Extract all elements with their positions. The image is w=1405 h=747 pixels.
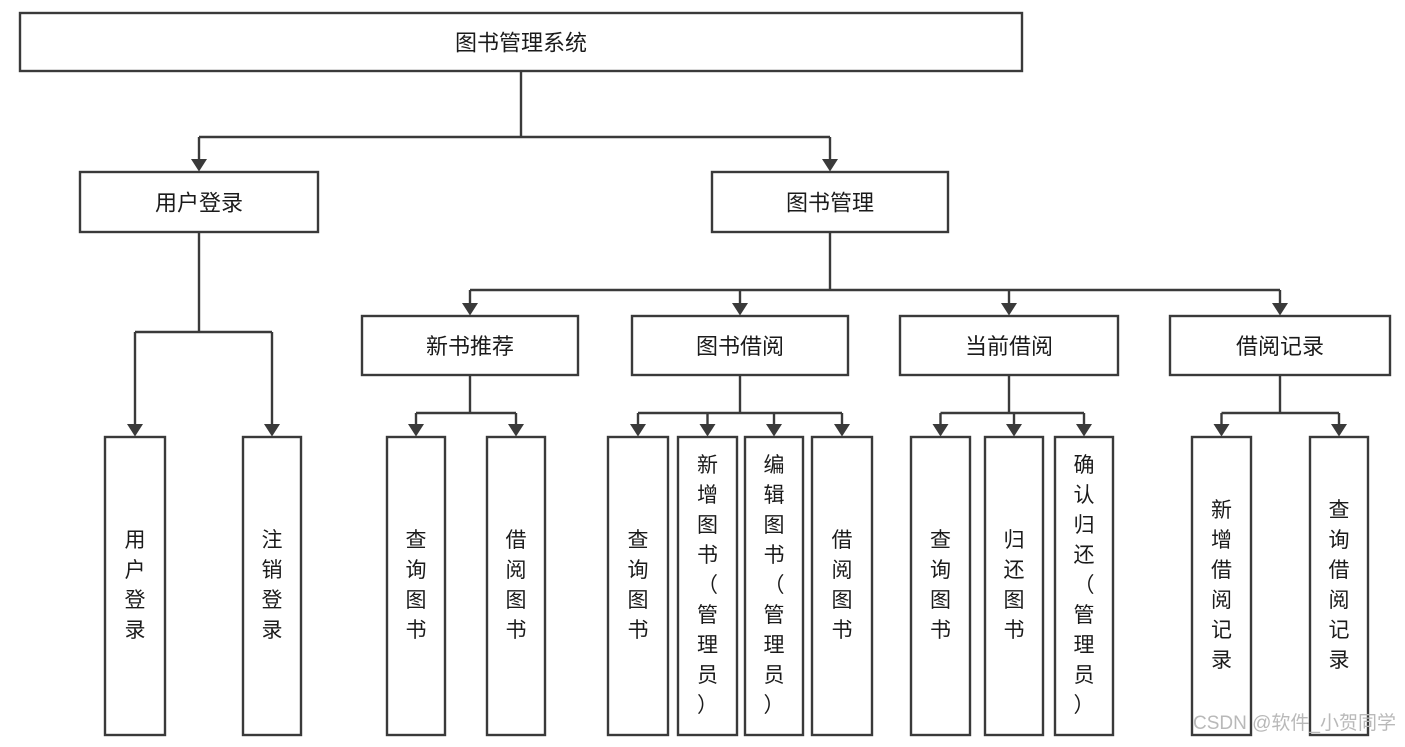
arrow-head-new-book-recommend bbox=[462, 303, 478, 316]
arrow-head-leaf-edit-book-admin bbox=[766, 424, 782, 437]
arrow-head-leaf-add-book-admin bbox=[699, 424, 716, 437]
node-label-leaf-return-book: 归还图书 bbox=[1004, 529, 1025, 642]
arrow-head-leaf-confirm-return-admin bbox=[1076, 424, 1092, 437]
node-label-leaf-query-borrow-record: 查询借阅记录 bbox=[1329, 499, 1350, 672]
node-label-current-borrow: 当前借阅 bbox=[965, 334, 1053, 359]
arrow-head-leaf-add-borrow-record bbox=[1213, 424, 1230, 437]
node-leaf-query-book-borrow[interactable]: 查询图书 bbox=[606, 435, 670, 737]
node-book-management[interactable]: 图书管理 bbox=[710, 170, 950, 234]
arrow-head-leaf-borrow-book-recommend bbox=[508, 424, 524, 437]
node-label-book-borrow: 图书借阅 bbox=[696, 334, 784, 359]
node-label-leaf-add-book-admin: 新增图书（管理员） bbox=[697, 454, 718, 717]
node-leaf-query-book-recommend[interactable]: 查询图书 bbox=[385, 435, 447, 737]
node-label-leaf-user-login: 用户登录 bbox=[125, 529, 146, 642]
node-box-leaf-add-book-admin bbox=[676, 435, 739, 737]
node-leaf-return-book[interactable]: 归还图书 bbox=[983, 435, 1045, 737]
node-box-book-borrow bbox=[630, 314, 850, 377]
arrow-head-leaf-query-borrow-record bbox=[1331, 424, 1347, 437]
node-label-leaf-add-borrow-record: 新增借阅记录 bbox=[1211, 499, 1232, 672]
node-box-book-management bbox=[710, 170, 950, 234]
arrow-head-current-borrow bbox=[1001, 303, 1017, 316]
arrow-head-leaf-logout bbox=[264, 424, 280, 437]
node-leaf-confirm-return-admin[interactable]: 确认归还（管理员） bbox=[1053, 435, 1115, 737]
connector-group-root bbox=[191, 71, 838, 172]
connector-layer bbox=[127, 71, 1347, 437]
node-box-leaf-user-login bbox=[103, 435, 167, 737]
node-label-root: 图书管理系统 bbox=[455, 31, 587, 56]
node-box-leaf-borrow-book bbox=[810, 435, 874, 737]
node-current-borrow[interactable]: 当前借阅 bbox=[898, 314, 1120, 377]
arrow-head-leaf-user-login bbox=[127, 424, 143, 437]
connector-group-user-login bbox=[127, 232, 280, 437]
arrow-head-borrow-records bbox=[1272, 303, 1288, 316]
node-box-leaf-confirm-return-admin bbox=[1053, 435, 1115, 737]
arrow-head-user-login bbox=[191, 159, 207, 172]
node-leaf-add-book-admin[interactable]: 新增图书（管理员） bbox=[676, 435, 739, 737]
node-new-book-recommend[interactable]: 新书推荐 bbox=[360, 314, 580, 377]
node-label-book-management: 图书管理 bbox=[786, 191, 874, 216]
node-box-leaf-borrow-book-recommend bbox=[485, 435, 547, 737]
node-label-borrow-records: 借阅记录 bbox=[1236, 334, 1324, 359]
arrow-head-leaf-return-book bbox=[1006, 424, 1022, 437]
node-leaf-query-borrow-record[interactable]: 查询借阅记录 bbox=[1308, 435, 1370, 737]
node-box-current-borrow bbox=[898, 314, 1120, 377]
node-box-leaf-query-book-borrow bbox=[606, 435, 670, 737]
node-box-leaf-query-book-current bbox=[909, 435, 972, 737]
arrow-head-leaf-query-book-current bbox=[932, 424, 949, 437]
node-label-leaf-query-book-current: 查询图书 bbox=[930, 529, 951, 642]
node-box-leaf-query-book-recommend bbox=[385, 435, 447, 737]
node-leaf-edit-book-admin[interactable]: 编辑图书（管理员） bbox=[743, 435, 805, 737]
node-label-new-book-recommend: 新书推荐 bbox=[426, 334, 514, 359]
node-label-leaf-edit-book-admin: 编辑图书（管理员） bbox=[764, 454, 785, 717]
node-leaf-user-login[interactable]: 用户登录 bbox=[103, 435, 167, 737]
node-leaf-borrow-book[interactable]: 借阅图书 bbox=[810, 435, 874, 737]
arrow-head-leaf-query-book-borrow bbox=[630, 424, 646, 437]
node-label-leaf-logout: 注销登录 bbox=[262, 529, 283, 642]
node-label-leaf-query-book-borrow: 查询图书 bbox=[628, 529, 649, 642]
node-label-user-login: 用户登录 bbox=[155, 191, 243, 216]
arrow-head-leaf-query-book-recommend bbox=[408, 424, 424, 437]
node-leaf-add-borrow-record[interactable]: 新增借阅记录 bbox=[1190, 435, 1253, 737]
arrow-head-leaf-borrow-book bbox=[834, 424, 850, 437]
node-leaf-borrow-book-recommend[interactable]: 借阅图书 bbox=[485, 435, 547, 737]
node-label-leaf-confirm-return-admin: 确认归还（管理员） bbox=[1074, 454, 1095, 717]
node-label-leaf-borrow-book-recommend: 借阅图书 bbox=[506, 529, 527, 642]
node-box-leaf-edit-book-admin bbox=[743, 435, 805, 737]
node-box-borrow-records bbox=[1168, 314, 1392, 377]
node-label-leaf-query-book-recommend: 查询图书 bbox=[406, 529, 427, 642]
node-label-leaf-borrow-book: 借阅图书 bbox=[832, 529, 853, 642]
node-box-leaf-return-book bbox=[983, 435, 1045, 737]
node-box-leaf-add-borrow-record bbox=[1190, 435, 1253, 737]
connector-group-borrow-records bbox=[1213, 375, 1347, 437]
node-book-borrow[interactable]: 图书借阅 bbox=[630, 314, 850, 377]
connector-group-book-management bbox=[462, 232, 1288, 316]
node-box-leaf-query-borrow-record bbox=[1308, 435, 1370, 737]
connector-group-new-book-recommend bbox=[408, 375, 524, 437]
node-leaf-logout[interactable]: 注销登录 bbox=[241, 435, 303, 737]
node-leaf-query-book-current[interactable]: 查询图书 bbox=[909, 435, 972, 737]
node-box-user-login bbox=[78, 170, 320, 234]
csdn-watermark: CSDN @软件_小贺同学 bbox=[1193, 712, 1396, 734]
node-root[interactable]: 图书管理系统 bbox=[18, 11, 1024, 73]
arrow-head-book-management bbox=[822, 159, 838, 172]
node-borrow-records[interactable]: 借阅记录 bbox=[1168, 314, 1392, 377]
node-box-new-book-recommend bbox=[360, 314, 580, 377]
node-box-leaf-logout bbox=[241, 435, 303, 737]
node-box-root bbox=[18, 11, 1024, 73]
arrow-head-book-borrow bbox=[732, 303, 748, 316]
node-layer: 图书管理系统用户登录图书管理新书推荐图书借阅当前借阅借阅记录用户登录注销登录查询… bbox=[18, 11, 1392, 737]
connector-group-current-borrow bbox=[932, 375, 1092, 437]
connector-group-book-borrow bbox=[630, 375, 850, 437]
node-user-login[interactable]: 用户登录 bbox=[78, 170, 320, 234]
